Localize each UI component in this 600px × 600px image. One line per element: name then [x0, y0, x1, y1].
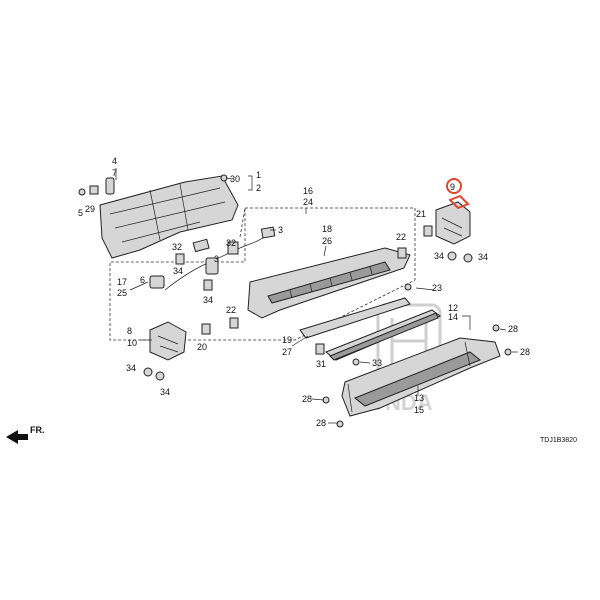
- callout-34e: 34: [434, 251, 444, 261]
- callout-3a: 3: [278, 225, 283, 235]
- catalog-code: TDJ1B3820: [540, 437, 577, 444]
- callout-32b: 32: [172, 242, 182, 252]
- fasteners: [78, 174, 512, 428]
- callout-12: 12: [448, 303, 458, 313]
- callout-29: 29: [85, 204, 95, 214]
- left-bracket: [149, 321, 187, 361]
- svg-text:FR.: FR.: [30, 425, 45, 435]
- callout-5: 5: [78, 208, 83, 218]
- callout-34c: 34: [126, 363, 136, 373]
- callout-34d: 34: [160, 387, 170, 397]
- callout-6: 6: [140, 275, 145, 285]
- callout-3b: 3: [214, 254, 219, 264]
- callout-32: 32: [226, 238, 236, 248]
- callout-1: 1: [256, 170, 261, 180]
- callout-25: 25: [117, 288, 127, 298]
- callout-21: 21: [416, 209, 426, 219]
- highlight-circle: [446, 178, 462, 194]
- latch-cable-assembly: [149, 226, 276, 291]
- front-direction-arrow: FR.: [6, 425, 45, 444]
- callout-9: 9: [450, 182, 455, 192]
- callout-28c: 28: [302, 394, 312, 404]
- highlight-marker: [448, 194, 470, 210]
- assembly-outline-16: [109, 207, 416, 341]
- callout-2: 2: [256, 183, 261, 193]
- callout-34a: 34: [173, 266, 183, 276]
- callout-28d: 28: [316, 418, 326, 428]
- callout-22a: 22: [226, 305, 236, 315]
- callout-18: 18: [322, 224, 332, 234]
- callout-14: 14: [448, 312, 458, 322]
- leader-lines: [115, 168, 518, 424]
- callout-27: 27: [282, 347, 292, 357]
- callout-19: 19: [282, 335, 292, 345]
- callout-7: 7: [112, 168, 117, 178]
- callout-16: 16: [303, 186, 313, 196]
- callout-31: 31: [316, 359, 326, 369]
- callout-22b: 22: [396, 232, 406, 242]
- callout-34b: 34: [203, 295, 213, 305]
- callout-numbers: 4 7 5 29 30 1 2 16 24 3 32 32 3 18 26 17…: [78, 156, 530, 428]
- callout-30: 30: [230, 174, 240, 184]
- bumper-strip: [299, 297, 411, 339]
- callout-17: 17: [117, 277, 127, 287]
- callout-34f: 34: [478, 252, 488, 262]
- callout-10: 10: [127, 338, 137, 348]
- callout-13: 13: [414, 393, 424, 403]
- callout-33: 33: [372, 358, 382, 368]
- callout-26: 26: [322, 236, 332, 246]
- rear-bumper-beam: [341, 337, 501, 417]
- callout-15: 15: [414, 405, 424, 415]
- callout-4: 4: [112, 156, 117, 166]
- callout-28b: 28: [520, 347, 530, 357]
- bumper-reinforcement: [325, 309, 441, 361]
- callout-24: 24: [303, 197, 313, 207]
- trunk-lid-lining: [99, 175, 239, 259]
- callout-28a: 28: [508, 324, 518, 334]
- rear-garnish-panel: [247, 247, 411, 319]
- right-bracket: [435, 178, 471, 245]
- callout-8: 8: [127, 326, 132, 336]
- assembly-leader: [239, 207, 246, 238]
- callout-20: 20: [197, 342, 207, 352]
- callout-23: 23: [432, 283, 442, 293]
